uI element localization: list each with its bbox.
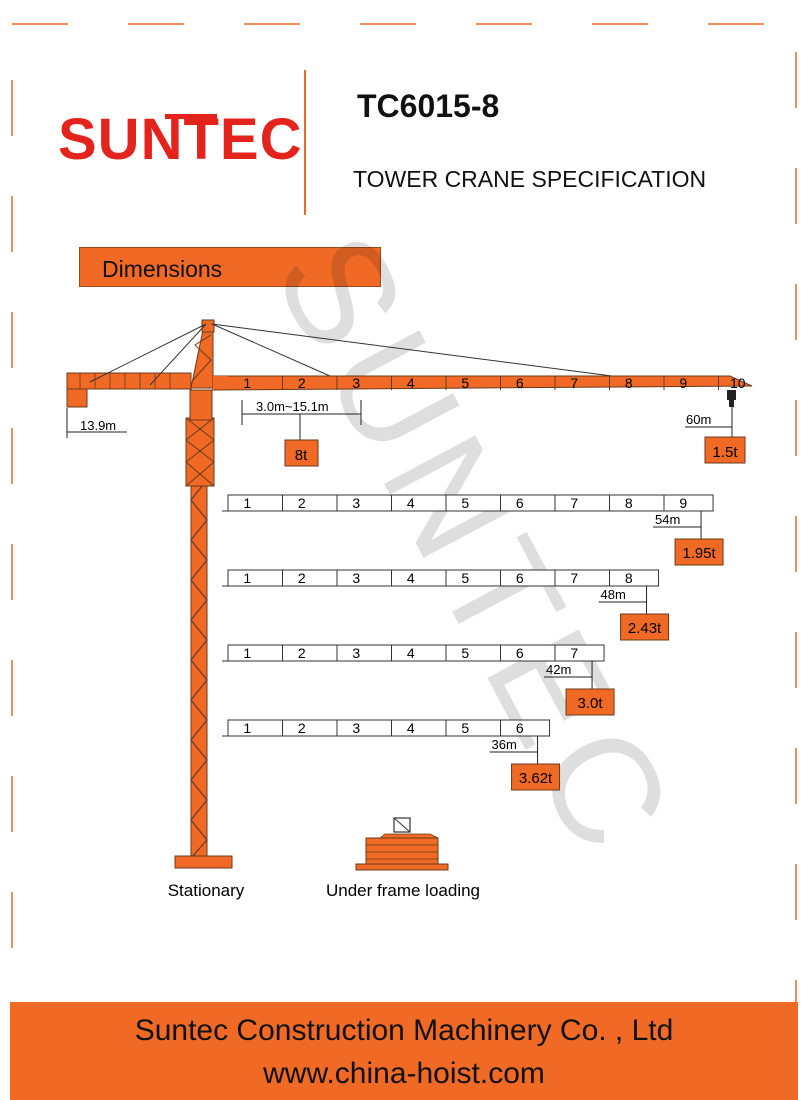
jib-section-number: 7 — [570, 375, 578, 391]
jib-variant-body — [227, 644, 605, 662]
footer-company-name: Suntec Construction Machinery Co. , Ltd — [134, 1014, 674, 1047]
jib-section-number: 2 — [298, 570, 306, 586]
jib-section-number: 1 — [243, 720, 251, 736]
jib-section-number: 2 — [298, 495, 306, 511]
jib-section-number: 7 — [570, 495, 578, 511]
jib-variant-body — [227, 719, 551, 737]
tip-load-label: 2.43t — [628, 620, 662, 637]
jib-section-number: 6 — [516, 495, 524, 511]
counterjib-dimension: 13.9m — [66, 408, 127, 438]
max-load-dimension: 3.0m~15.1m 8t — [241, 399, 362, 467]
jib-section-number: 8 — [625, 375, 633, 391]
jib-section-number: 6 — [516, 375, 524, 391]
jib-radius-label: 54m — [655, 512, 680, 527]
tip-load-box — [704, 436, 746, 464]
tip-load-label: 1.5t — [712, 444, 738, 461]
footer-bar: Suntec Construction Machinery Co. , Ltd … — [10, 1002, 798, 1100]
jib-section-number: 2 — [298, 645, 306, 661]
tower-mast — [174, 319, 233, 869]
jib-section-number: 1 — [243, 570, 251, 586]
jib-section-number: 2 — [298, 720, 306, 736]
jib-section-number: 6 — [516, 720, 524, 736]
tip-load-box — [565, 688, 615, 716]
jib-section-number: 4 — [407, 720, 415, 736]
underframe-base-icon — [355, 817, 449, 871]
max-load-box — [284, 439, 319, 467]
jib-section-number: 7 — [570, 645, 578, 661]
header-divider — [304, 70, 306, 215]
jib-section-number: 10 — [730, 375, 746, 391]
counterjib-length-label: 13.9m — [80, 418, 116, 433]
model-title: TC6015-8 — [357, 88, 500, 124]
jib-section-number: 9 — [679, 375, 687, 391]
max-load-label: 8t — [295, 447, 308, 464]
tip-load-label: 3.0t — [578, 695, 604, 712]
jib-section-number: 1 — [243, 375, 251, 391]
spec-subtitle: TOWER CRANE SPECIFICATION — [353, 166, 707, 192]
jib-section-number: 5 — [461, 645, 469, 661]
hook-block — [727, 390, 736, 407]
tip-load-label: 1.95t — [682, 545, 716, 562]
crane-drawing: SUNTEC 1 2 3 4 5 6 7 8 9 10 60m 1.5t — [66, 207, 753, 900]
jib-section-number: 7 — [570, 570, 578, 586]
jib-radius-label: 36m — [492, 737, 517, 752]
jib-section-number: 1 — [243, 495, 251, 511]
section-title: Dimensions — [102, 256, 223, 282]
main-jib — [212, 375, 753, 391]
jib-section-number: 5 — [461, 375, 469, 391]
max-load-range-label: 3.0m~15.1m — [256, 399, 329, 414]
jib-section-number: 4 — [407, 570, 415, 586]
jib-tie-lines — [89, 323, 613, 386]
jib-radius-label: 48m — [601, 587, 626, 602]
stationary-label: Stationary — [168, 881, 245, 900]
jib-section-number: 3 — [352, 495, 360, 511]
jib-section-number: 8 — [625, 570, 633, 586]
section-header-dimensions: Dimensions — [79, 247, 381, 287]
watermark-text: SUNTEC — [243, 207, 709, 883]
jib-section-number: 3 — [352, 570, 360, 586]
jib-section-number: 2 — [298, 375, 306, 391]
jib-section-number: 8 — [625, 495, 633, 511]
tip-load-label: 3.62t — [519, 770, 553, 787]
tip-load-box — [674, 538, 724, 566]
jib-section-number: 3 — [352, 720, 360, 736]
jib-radius-label: 42m — [546, 662, 571, 677]
jib-section-number: 6 — [516, 645, 524, 661]
tip-load-box — [511, 763, 561, 791]
jib-section-number: 6 — [516, 570, 524, 586]
jib-section-number: 9 — [679, 495, 687, 511]
footer-website: www.china-hoist.com — [263, 1057, 545, 1090]
tip-load-box — [620, 613, 670, 641]
jib-section-number: 4 — [407, 495, 415, 511]
jib-section-number: 3 — [352, 645, 360, 661]
jib-section-number: 3 — [352, 375, 360, 391]
jib-section-number: 5 — [461, 570, 469, 586]
counter-jib — [66, 372, 192, 408]
jib-variant-body — [227, 569, 660, 587]
jib-section-number: 5 — [461, 495, 469, 511]
jib-section-number: 4 — [407, 375, 415, 391]
jib-section-number: 5 — [461, 720, 469, 736]
jib-variant-body — [227, 494, 714, 512]
underframe-label: Under frame loading — [326, 881, 480, 900]
jib-section-number: 1 — [243, 645, 251, 661]
jib-radius-label: 60m — [686, 412, 711, 427]
jib-section-number: 4 — [407, 645, 415, 661]
brand-logo-bar — [165, 114, 217, 119]
